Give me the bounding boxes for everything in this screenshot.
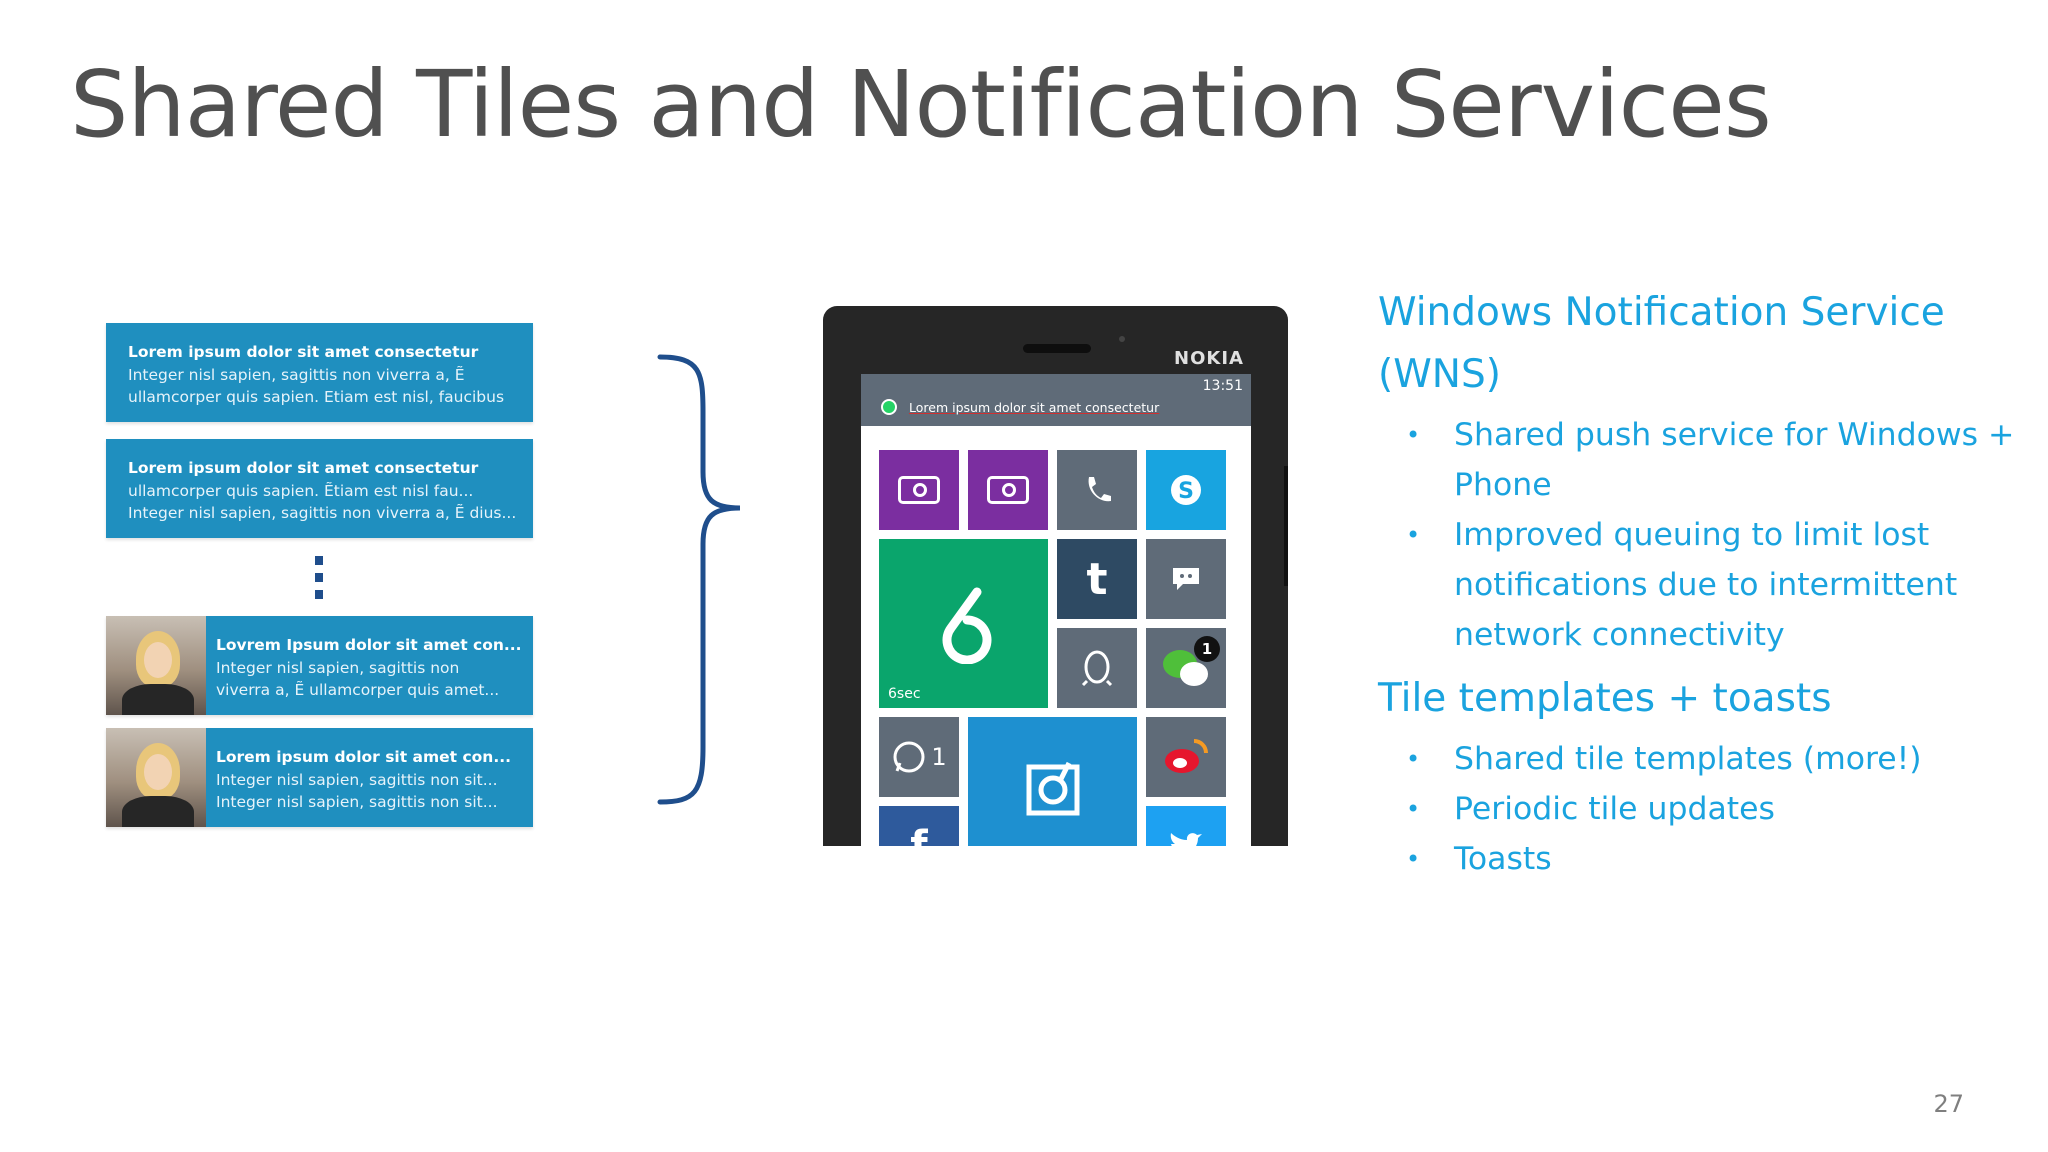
phone-mockup: NOKIA 13:51 Lorem ipsum dolor sit amet c… (823, 306, 1288, 846)
whatsapp-tile[interactable]: 1 (879, 717, 959, 797)
phone-call-icon (1088, 477, 1111, 502)
toast-line-1: Lovrem Ipsum dolor sit amet con... (216, 636, 522, 654)
wns-list: • Shared push service for Windows + Phon… (1378, 410, 2018, 660)
unread-badge: 1 (1194, 636, 1220, 662)
avatar-photo (106, 616, 206, 715)
bullet-icon: • (1406, 745, 1421, 773)
vine-six-icon (942, 587, 991, 664)
twitter-bird-icon (1170, 833, 1202, 846)
vine-tile[interactable]: 6sec (879, 539, 1048, 708)
toast-line-3: viverra a, Ẽ ullamcorper quis amet... (216, 681, 500, 699)
skype-tile[interactable]: S (1146, 450, 1226, 530)
tiles-list: • Shared tile templates (more!) • Period… (1378, 734, 2018, 884)
toast-line-2: Integer nisl sapien, sagittis non viverr… (128, 365, 465, 384)
front-camera (1119, 336, 1125, 342)
toast-line-1: Lorem ipsum dolor sit amet consectetur (128, 459, 479, 477)
wechat-icon (1163, 650, 1208, 686)
list-item: • Improved queuing to limit lost notific… (1378, 510, 2018, 660)
bullet-icon: • (1406, 795, 1421, 823)
phone-screen: 13:51 Lorem ipsum dolor sit amet consect… (861, 374, 1251, 846)
toast-line-3: ullamcorper quis sapien. Etiam est nisl,… (128, 388, 505, 406)
svg-text:S: S (1178, 479, 1194, 504)
facebook-tile[interactable]: ƒ (879, 806, 959, 846)
toast-card: Lorem ipsum dolor sit amet con... Intege… (106, 728, 533, 827)
toast-text: Lovrem Ipsum dolor sit amet con... Integ… (206, 616, 533, 715)
photo-frame-icon (1026, 761, 1079, 816)
toast-line-1: Lorem ipsum dolor sit amet con... (216, 748, 511, 766)
wechat-tile[interactable]: 1 (1146, 628, 1226, 708)
notification-banner[interactable]: 13:51 Lorem ipsum dolor sit amet consect… (861, 374, 1251, 426)
feature-list: Windows Notification Service (WNS) • Sha… (1378, 282, 2018, 892)
bullet-icon: • (1406, 845, 1421, 873)
slide-title: Shared Tiles and Notification Services (70, 51, 1772, 158)
avatar-photo (106, 728, 206, 827)
weibo-icon (1165, 739, 1208, 773)
toast-text: Lorem ipsum dolor sit amet consectetur I… (106, 323, 522, 422)
facebook-icon: ƒ (910, 823, 928, 846)
toast-line-3: Integer nisl sapien, sagittis non viverr… (128, 504, 517, 522)
whatsapp-count: 1 (931, 743, 947, 771)
ellipsis-dots (315, 556, 323, 607)
page-number: 27 (1933, 1090, 1964, 1118)
phone-brand: NOKIA (1174, 348, 1244, 369)
tumblr-icon: t (1086, 553, 1108, 605)
list-item-text: Shared tile templates (more!) (1454, 741, 1922, 777)
chat-bubble-icon (1173, 568, 1199, 590)
toast-line-2: ullamcorper quis sapien. Ẽtiam est nisl … (128, 481, 474, 500)
list-item: • Shared push service for Windows + Phon… (1378, 410, 2018, 510)
vine-tile-label: 6sec (888, 686, 921, 702)
toast-card: Lorem ipsum dolor sit amet consectetur I… (106, 323, 533, 422)
list-item: • Shared tile templates (more!) (1378, 734, 2018, 784)
side-button (1284, 466, 1288, 586)
toast-text: Lorem ipsum dolor sit amet consectetur u… (106, 439, 533, 538)
speaker-grille (1023, 344, 1091, 353)
list-item: • Toasts (1378, 834, 2018, 884)
list-item-text: Toasts (1454, 841, 1552, 877)
phone-tile[interactable] (1057, 450, 1137, 530)
bullet-icon: • (1406, 421, 1421, 449)
whatsapp-icon (881, 399, 897, 415)
curly-brace-icon (657, 354, 741, 805)
toast-card: Lovrem Ipsum dolor sit amet con... Integ… (106, 616, 533, 715)
whatsapp-icon (893, 741, 925, 773)
camera-tile[interactable] (879, 450, 959, 530)
clock: 13:51 (1202, 378, 1243, 394)
notification-text: Lorem ipsum dolor sit amet consectetur (909, 400, 1160, 415)
qq-tile[interactable] (1057, 628, 1137, 708)
tumblr-tile[interactable]: t (1057, 539, 1137, 619)
toast-line-2: Integer nisl sapien, sagittis non sit... (216, 770, 498, 789)
skype-icon: S (1171, 475, 1201, 505)
weibo-tile[interactable] (1146, 717, 1226, 797)
toast-line-3: Integer nisl sapien, sagittis non sit... (216, 793, 498, 811)
list-item: • Periodic tile updates (1378, 784, 2018, 834)
bullet-icon: • (1406, 521, 1421, 549)
twitter-tile[interactable] (1146, 806, 1226, 846)
photos-tile[interactable] (968, 717, 1137, 846)
penguin-icon (1081, 650, 1113, 687)
toast-text: Lorem ipsum dolor sit amet con... Intege… (206, 728, 529, 827)
list-item-text: Shared push service for Windows + Phone (1454, 417, 2015, 503)
toast-line-1: Lorem ipsum dolor sit amet consectetur (128, 343, 479, 361)
tiles-heading: Tile templates + toasts (1378, 676, 1832, 721)
list-item-text: Improved queuing to limit lost notificat… (1454, 517, 1958, 653)
list-item-text: Periodic tile updates (1454, 791, 1775, 827)
messaging-tile[interactable] (1146, 539, 1226, 619)
wns-heading: Windows Notification Service (WNS) (1378, 290, 1945, 397)
toast-card: Lorem ipsum dolor sit amet consectetur u… (106, 439, 533, 538)
camera-icon (898, 476, 940, 504)
photo-camera-tile[interactable] (968, 450, 1048, 530)
camera-icon (987, 476, 1029, 504)
toast-line-2: Integer nisl sapien, sagittis non (216, 658, 460, 677)
